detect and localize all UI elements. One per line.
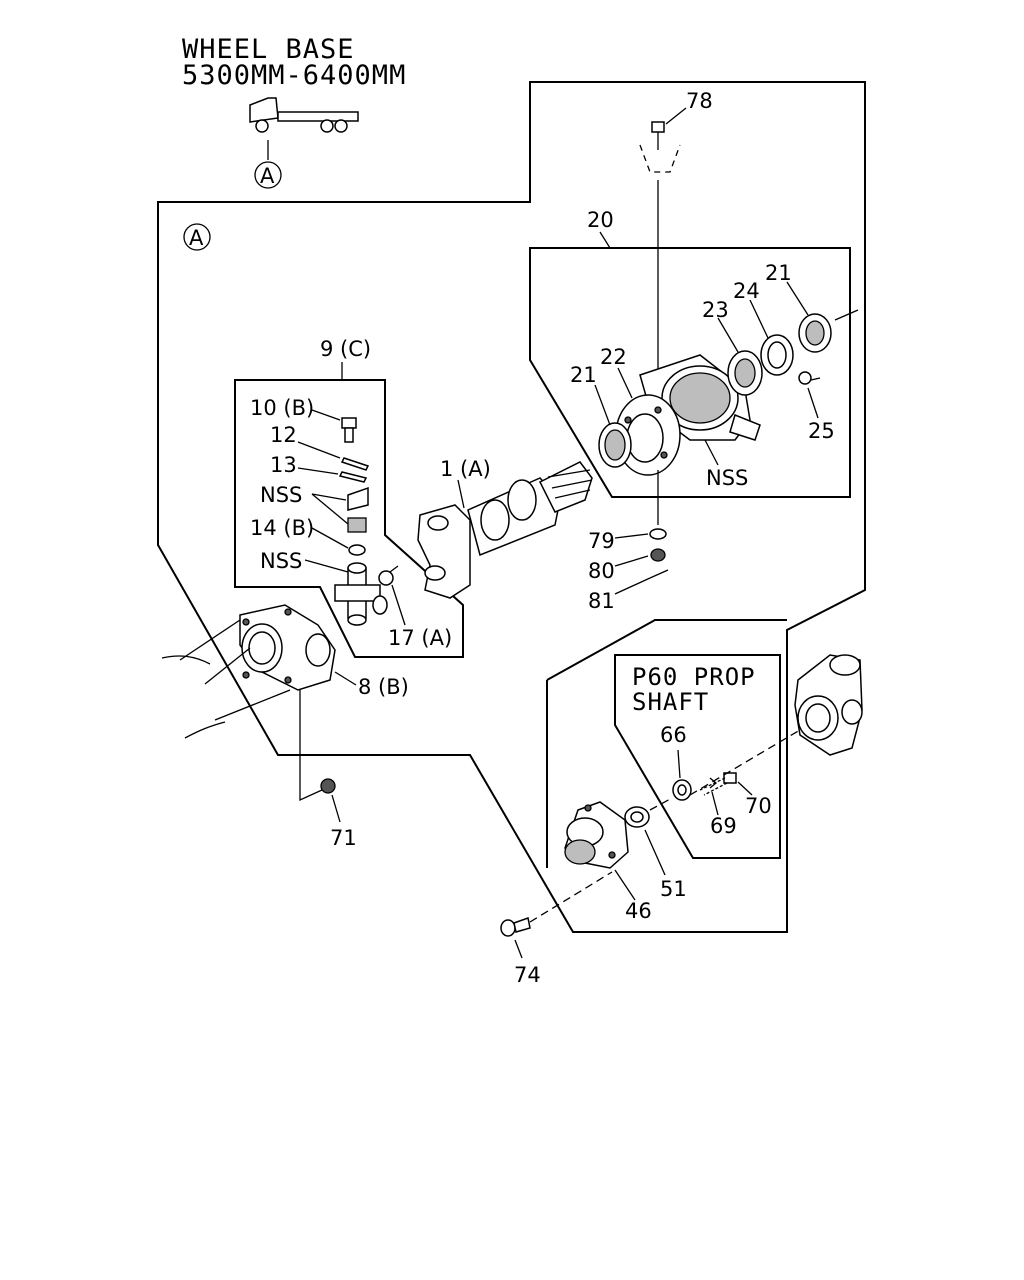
title-wheelbase-range: 5300MM-6400MM <box>182 60 406 91</box>
callout-1: 1 (A) <box>440 457 491 481</box>
callout-71: 71 <box>330 826 357 850</box>
companion-flange-46 <box>564 801 629 869</box>
lower-bracket-top <box>546 619 787 681</box>
p60-flange-yoke <box>794 654 863 756</box>
callout-66: 66 <box>660 723 687 747</box>
callout-21-left: 21 <box>570 363 597 387</box>
truck-icon <box>249 97 359 160</box>
callout-nss-a: NSS <box>260 483 302 507</box>
cotter-pin-81 <box>649 569 669 579</box>
callout-46: 46 <box>625 899 652 923</box>
flange-yoke-8 <box>239 604 336 691</box>
nut-80 <box>650 548 666 562</box>
p60-group-box <box>614 654 781 859</box>
group-20-box <box>529 247 851 498</box>
lock-plate-12 <box>340 457 370 471</box>
callout-17: 17 (A) <box>388 626 452 650</box>
group-20-label: 20 <box>587 208 614 232</box>
bolt-70 <box>699 772 737 796</box>
grease-nipple-25 <box>798 371 821 385</box>
callout-8: 8 (B) <box>358 675 409 699</box>
section-ref-circle <box>183 223 211 251</box>
p60-label-line2: SHAFT <box>632 688 709 716</box>
grease-fitting-17 <box>378 565 399 586</box>
callout-25: 25 <box>808 419 835 443</box>
callout-80: 80 <box>588 559 615 583</box>
washer-79 <box>649 528 667 540</box>
spider-cross <box>334 562 388 626</box>
callout-69: 69 <box>710 814 737 838</box>
lock-plate-13 <box>338 471 368 483</box>
bolt-74 <box>500 917 531 937</box>
callout-81: 81 <box>588 589 615 613</box>
callout-24: 24 <box>733 279 760 303</box>
bearing-23 <box>727 350 763 396</box>
callout-14: 14 (B) <box>250 516 314 540</box>
callout-79: 79 <box>588 529 615 553</box>
callout-23: 23 <box>702 298 729 322</box>
ring-24 <box>760 334 794 376</box>
seal-21-right <box>798 313 832 353</box>
flange-nut-51 <box>624 806 650 828</box>
callout-51: 51 <box>660 877 687 901</box>
propeller-tube <box>161 619 291 739</box>
needle-bearing-14 <box>347 517 367 533</box>
seal-21-left <box>598 422 632 468</box>
callout-12: 12 <box>270 423 297 447</box>
seal-ring <box>348 544 366 556</box>
callout-nss-housing: NSS <box>706 466 748 490</box>
bolt-78 <box>639 121 681 395</box>
sleeve-yoke-1 <box>417 461 593 599</box>
callout-78: 78 <box>686 89 713 113</box>
nut-71 <box>320 778 336 794</box>
bearing-cap-nss <box>347 486 369 511</box>
group-9-box <box>234 379 464 658</box>
assembly-outline <box>157 81 866 933</box>
callout-70: 70 <box>745 794 772 818</box>
group-9-label: 9 (C) <box>320 337 371 361</box>
callout-10: 10 (B) <box>250 396 314 420</box>
header-ref-marker: A <box>260 164 275 188</box>
callout-74: 74 <box>514 963 541 987</box>
callout-13: 13 <box>270 453 297 477</box>
callout-21-right: 21 <box>765 261 792 285</box>
washer-66 <box>672 779 692 801</box>
bearing-cushion-22 <box>615 394 681 476</box>
header-ref-circle <box>254 161 282 189</box>
title-wheel-base: WHEEL BASE <box>182 34 355 65</box>
bolt-10 <box>341 417 357 443</box>
callout-nss-b: NSS <box>260 549 302 573</box>
p60-label-line1: P60 PROP <box>632 663 756 691</box>
section-ref-marker: A <box>189 226 204 250</box>
callout-22: 22 <box>600 345 627 369</box>
